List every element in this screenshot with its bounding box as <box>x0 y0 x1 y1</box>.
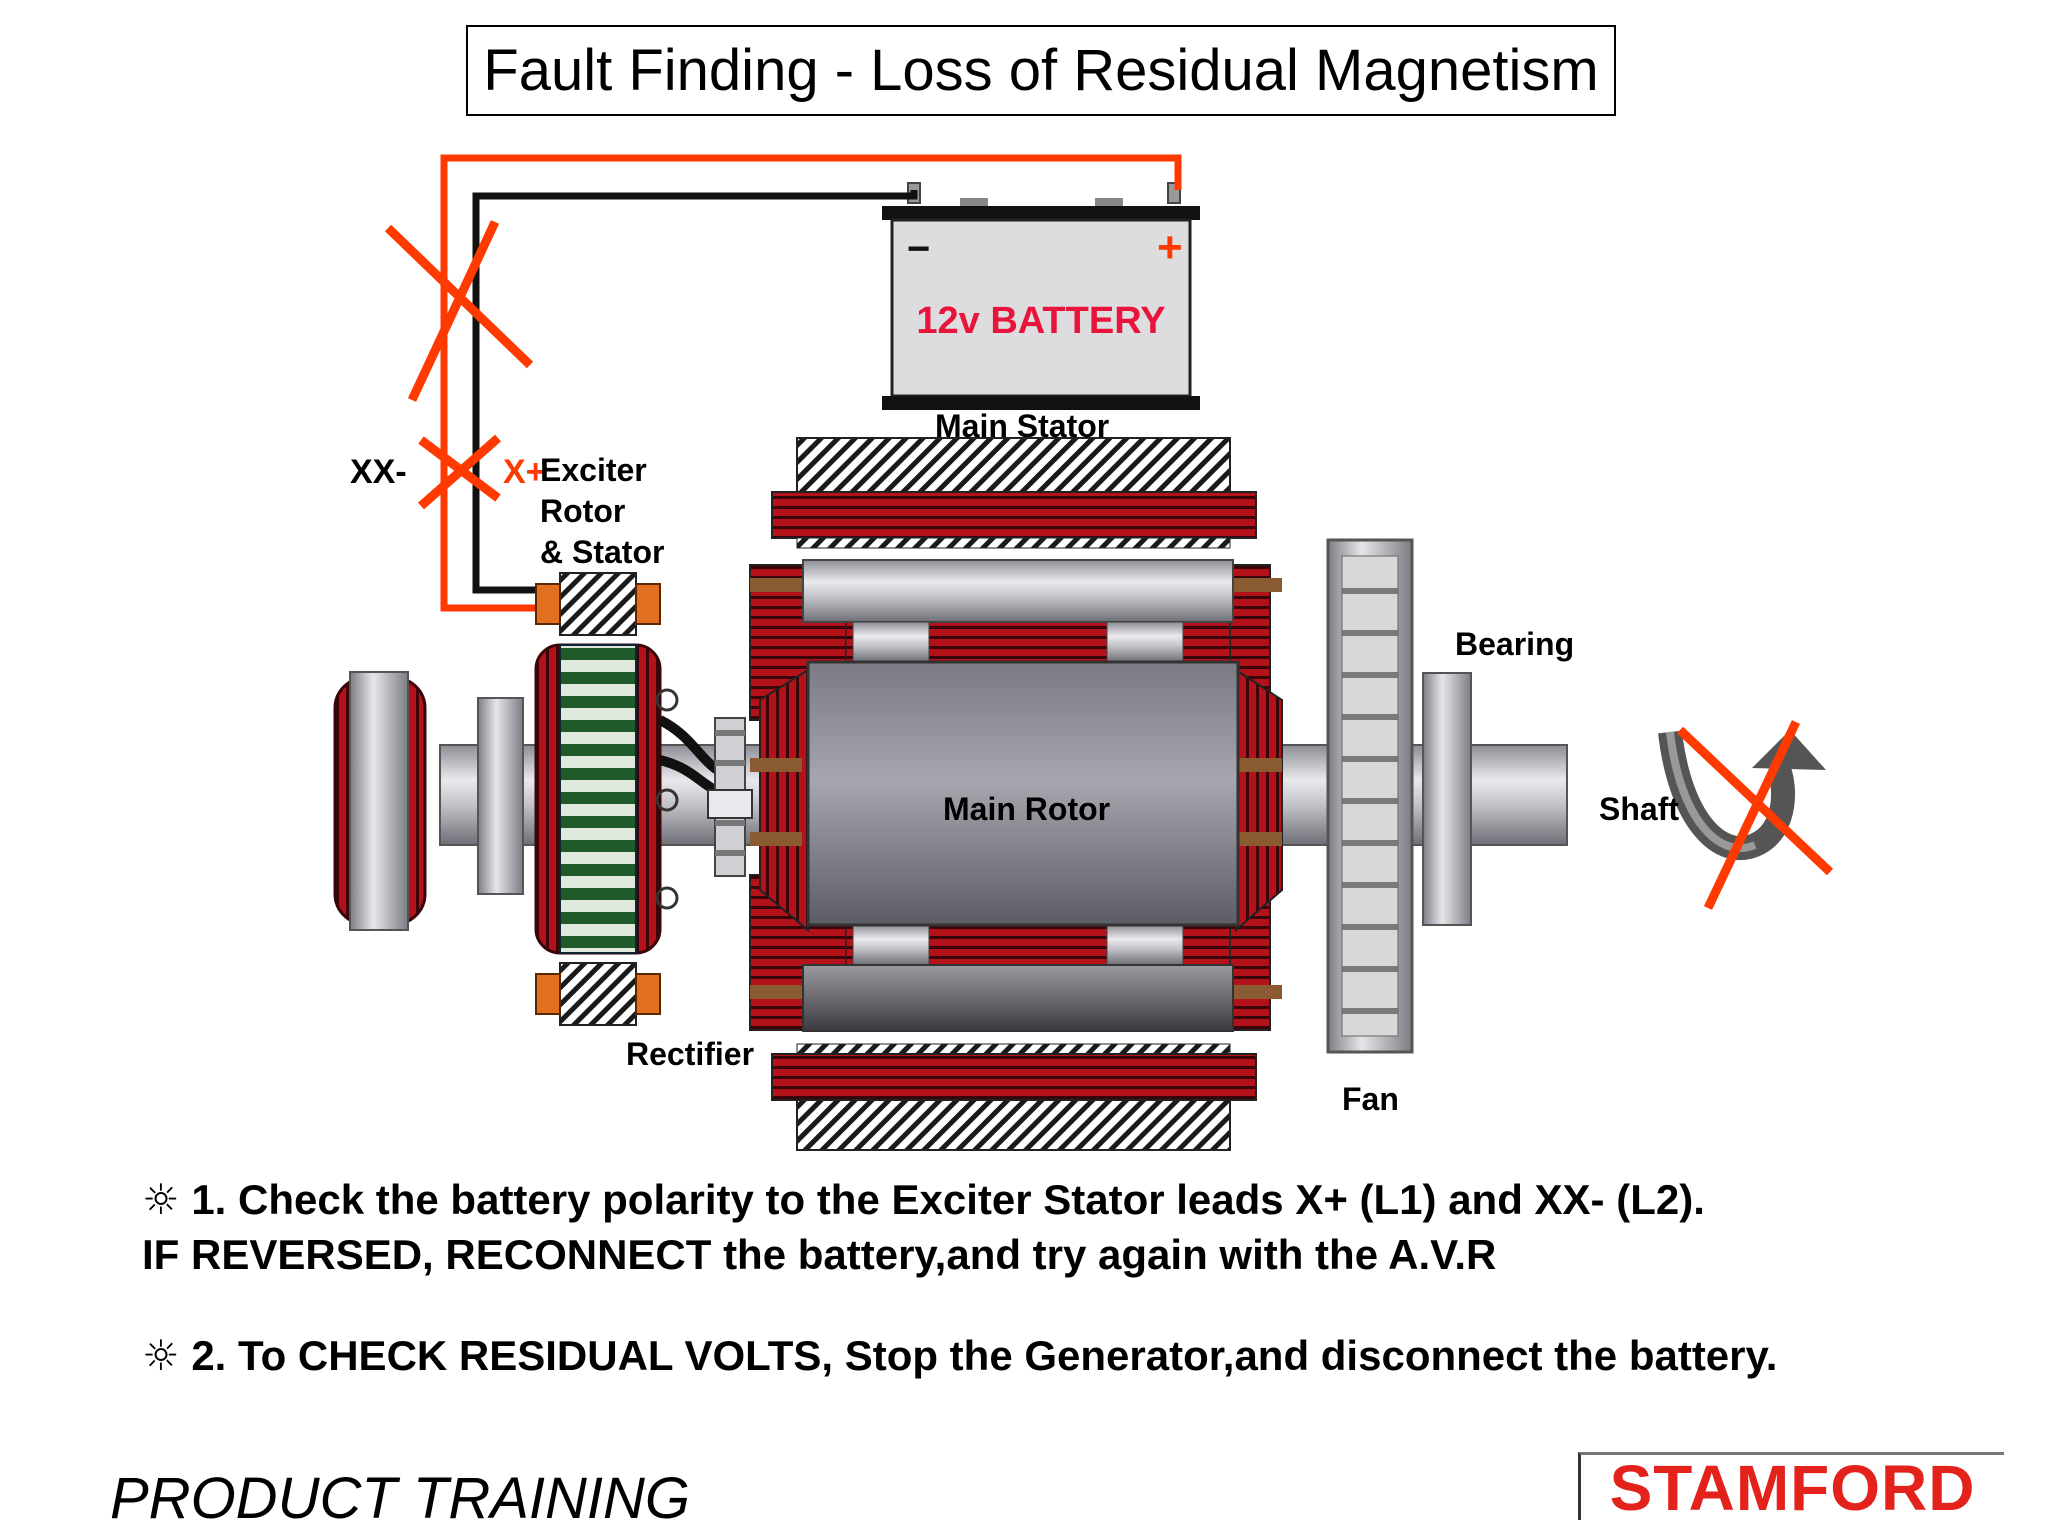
rotation-arrow-icon <box>1658 730 1826 861</box>
pmg-disc <box>333 671 524 931</box>
label-rectifier: Rectifier <box>626 1036 755 1072</box>
label-x-plus: X+ <box>503 453 546 491</box>
rectifier <box>655 688 753 910</box>
label-exciter-line3: & Stator <box>540 534 665 570</box>
page-title: Fault Finding - Loss of Residual Magneti… <box>466 25 1616 116</box>
battery-minus: − <box>907 227 930 271</box>
label-main-rotor: Main Rotor <box>943 791 1111 827</box>
cross-mark-rotation-icon <box>1676 720 1834 910</box>
battery-wires <box>440 154 1182 612</box>
stamford-logo: STAMFORD <box>1578 1452 2004 1524</box>
step-2-text: 2. To CHECK RESIDUAL VOLTS, Stop the Gen… <box>191 1332 1778 1379</box>
label-exciter-line2: Rotor <box>540 493 626 529</box>
step-2: ☼ 2. To CHECK RESIDUAL VOLTS, Stop the G… <box>142 1329 1777 1384</box>
step-1-continued: IF REVERSED, RECONNECT the battery,and t… <box>142 1231 1497 1278</box>
label-main-stator: Main Stator <box>935 408 1110 444</box>
label-shaft: Shaft <box>1599 791 1679 827</box>
main-stator-bottom <box>771 1043 1257 1151</box>
label-exciter-line1: Exciter <box>540 452 647 488</box>
battery-plus: + <box>1157 223 1183 272</box>
main-rotor-windings <box>749 564 1283 1031</box>
step-bullet-icon: ☼ <box>142 1175 180 1224</box>
step-1-text: 1. Check the battery polarity to the Exc… <box>191 1176 1705 1223</box>
footer-product-training: PRODUCT TRAINING <box>110 1466 690 1531</box>
exciter-rotor-stator <box>534 572 662 1026</box>
label-bearing: Bearing <box>1455 626 1575 662</box>
cross-mark-wires-icon <box>384 220 534 402</box>
main-rotor-body <box>806 660 1240 927</box>
main-stator-top <box>771 437 1257 549</box>
label-fan: Fan <box>1342 1081 1399 1117</box>
step-1: ☼ 1. Check the battery polarity to the E… <box>142 1173 1705 1228</box>
battery-label: 12v BATTERY <box>916 300 1165 342</box>
shaft-end <box>1470 744 1568 846</box>
bearing <box>1422 672 1472 926</box>
step-bullet-icon: ☼ <box>142 1331 180 1380</box>
main-rotor-poles <box>802 559 1234 1032</box>
cross-mark-leads-icon <box>418 434 501 510</box>
battery: − + 12v BATTERY <box>882 182 1200 410</box>
label-xx-minus: XX- <box>350 453 407 491</box>
fan <box>1326 538 1414 1054</box>
